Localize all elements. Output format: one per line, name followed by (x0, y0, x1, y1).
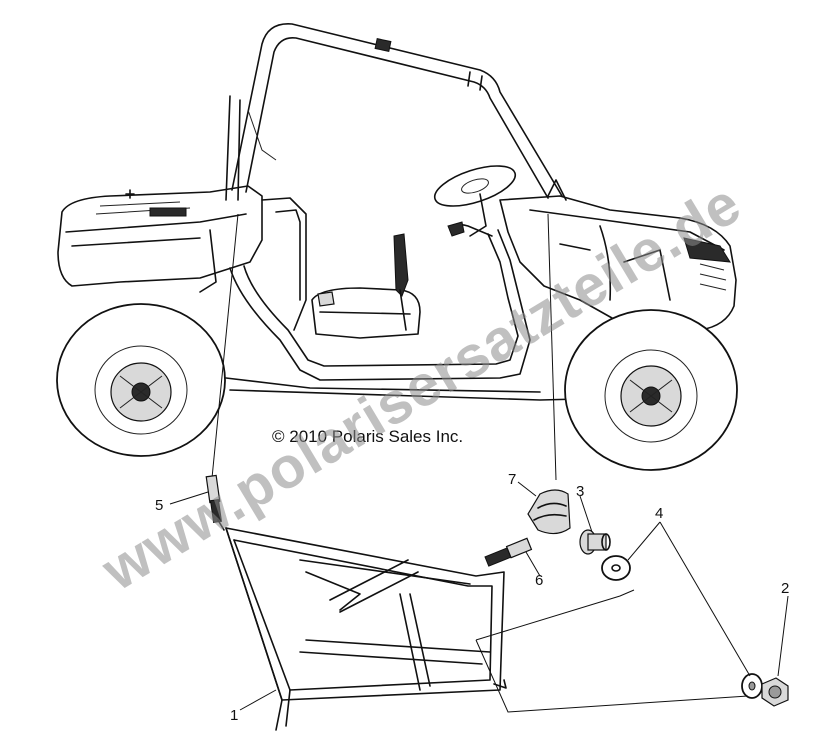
copyright-text: © 2010 Polaris Sales Inc. (272, 427, 463, 446)
mount-line-right (547, 213, 557, 481)
rear-body (57, 185, 263, 293)
front-tire (564, 309, 738, 471)
push-rivet-part (579, 529, 611, 555)
callout-3: 3 (576, 483, 584, 500)
callout-4: 4 (655, 505, 663, 522)
latch-pin-lower-part (484, 537, 533, 567)
callout-5: 5 (155, 497, 163, 514)
callout-2: 2 (781, 580, 789, 597)
steering-wheel (433, 165, 517, 237)
nut-part (761, 677, 789, 707)
latch-bracket-part (527, 489, 571, 535)
callout-1: 1 (230, 707, 238, 724)
roll-cage (225, 23, 563, 201)
washer-lower-part (741, 673, 763, 699)
washer-upper-part (601, 555, 631, 581)
net-frame-part (225, 527, 507, 731)
latch-pin-upper-part (205, 474, 225, 531)
seat (311, 233, 421, 339)
callout-7: 7 (508, 471, 516, 488)
leader-lines (169, 481, 789, 713)
vehicle-illustration (56, 23, 738, 481)
callout-6: 6 (535, 572, 543, 589)
rear-tire (56, 303, 226, 457)
mount-line-left (211, 213, 239, 479)
